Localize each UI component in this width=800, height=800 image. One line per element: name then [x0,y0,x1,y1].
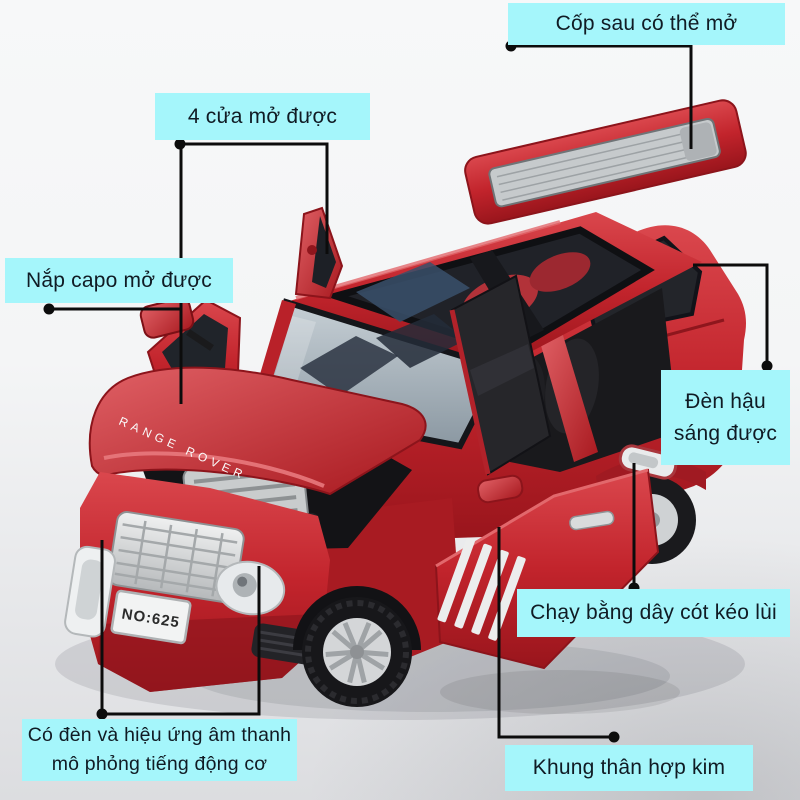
label-alloy: Khung thân hợp kim [505,745,753,791]
roof-edge-highlight [295,220,561,300]
front-arch [293,586,421,651]
label-taillight-line2: sáng được [673,421,778,445]
door-handle [569,510,615,531]
right-rear-door-top-edge [435,468,649,568]
front-hub [350,645,364,659]
label-hood: Nắp capo mở được [5,258,233,303]
front-tread [305,600,409,704]
interior-dash [356,262,470,322]
label-sound-line2: mô phỏng tiếng động cơ [51,753,268,775]
label-taillight-line1: Đèn hậu [685,390,766,413]
open-tailgate [464,99,747,225]
label-pullback: Chạy bằng dây cót kéo lùi [517,589,790,637]
label-trunk: Cốp sau có thể mở [508,3,785,45]
label-sound-line1: Có đèn và hiệu ứng âm thanh [27,723,292,746]
windshield-interior-2 [376,314,466,368]
left-headlight-inner [75,559,104,620]
door-armrest [470,344,534,396]
label-hood-text: Nắp capo mở được [25,268,213,292]
door-shadow [440,670,680,714]
label-four-doors: 4 cửa mở được [155,93,370,140]
label-sound: Có đèn và hiệu ứng âm thanh mô phỏng tiế… [22,719,297,781]
label-pullback-text: Chạy bằng dây cót kéo lùi [530,601,777,625]
open-right-front-door [449,274,552,504]
open-left-rear-door [294,206,344,300]
tail-light-inner [628,452,659,469]
label-four-doors-text: 4 cửa mở được [187,104,338,128]
front-wheel [293,586,421,707]
right-side-mirror [477,474,524,504]
b-pillar [540,332,598,462]
hood-edge-highlight [103,451,325,488]
interior-seat-red-2 [529,252,591,292]
label-alloy-text: Khung thân hợp kim [532,756,726,780]
label-taillight: Đèn hậu sáng được [661,370,790,465]
left-rear-door-speaker [307,245,317,255]
windshield-interior-1 [300,336,398,396]
right-front-door-edge [449,309,491,475]
defroster-lines [496,127,714,201]
mirror-stalk [186,329,214,351]
left-front-door-window [162,314,228,382]
label-trunk-text: Cốp sau có thể mở [555,12,738,36]
hood-panel [88,366,427,496]
